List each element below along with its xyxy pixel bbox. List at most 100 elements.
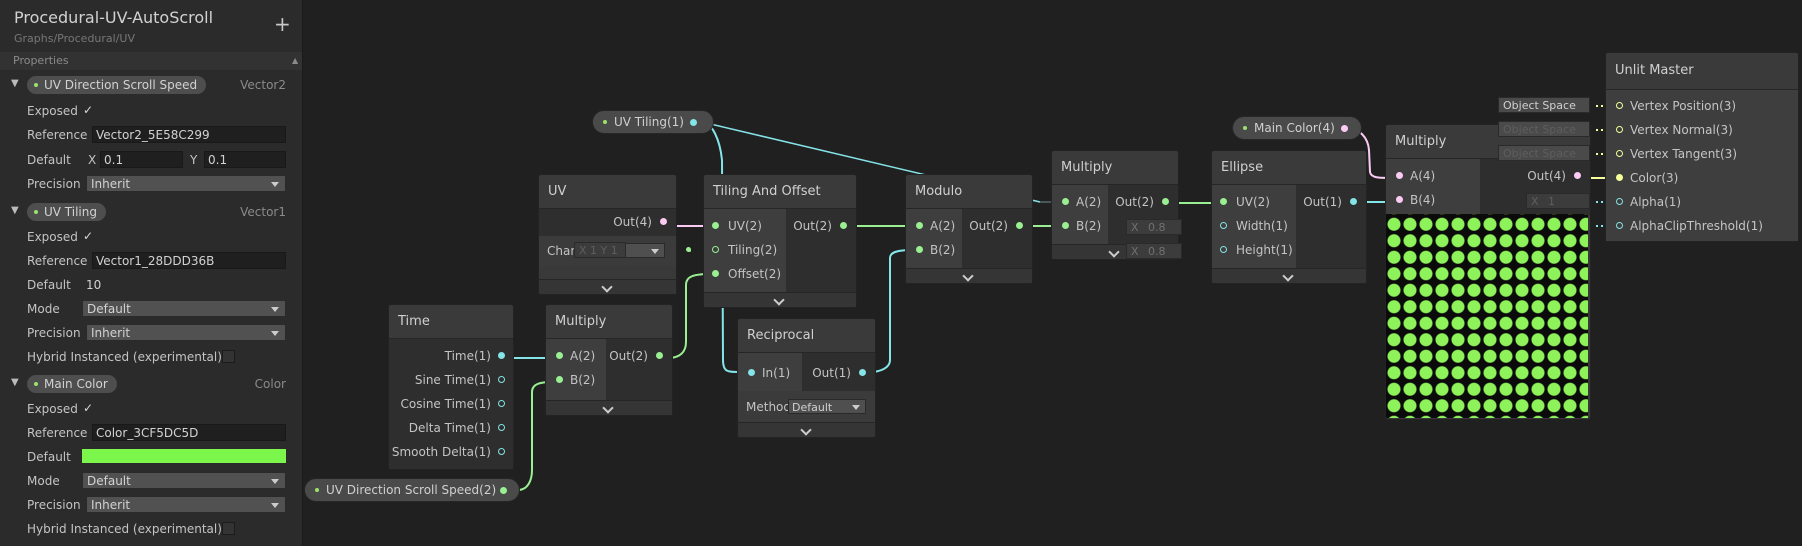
properties-category[interactable]: Properties ▲ — [0, 52, 302, 70]
space-dropdown-2[interactable]: Object Space — [1498, 121, 1590, 137]
input-port[interactable] — [712, 222, 719, 229]
expand-toggle[interactable] — [1212, 268, 1366, 283]
precision-dropdown[interactable]: Inherit — [86, 324, 286, 341]
input-port[interactable] — [1062, 198, 1069, 205]
tiling-and-offset-node[interactable]: Tiling And Offset UV(2) Tiling(2) Offset… — [703, 174, 857, 308]
input-port[interactable] — [748, 369, 755, 376]
property-pill[interactable]: UV Tiling — [27, 203, 106, 221]
chevron-down-icon[interactable]: ▼ — [11, 377, 19, 388]
category-label: Properties — [13, 54, 69, 67]
output-port[interactable] — [500, 487, 507, 494]
hybrid-checkbox[interactable] — [222, 522, 235, 535]
precision-dropdown[interactable]: Inherit — [86, 175, 286, 192]
output-port[interactable] — [660, 218, 667, 225]
tiling-default-box[interactable]: X 1 Y 1 — [574, 242, 626, 258]
input-port[interactable] — [1616, 150, 1623, 157]
reciprocal-node[interactable]: Reciprocal In(1) Out(1) Method Default — [737, 318, 876, 438]
mode-dropdown[interactable]: Default — [82, 472, 286, 489]
output-port[interactable] — [1350, 198, 1357, 205]
plus-icon[interactable]: + — [274, 12, 291, 36]
multiply-node-2[interactable]: Multiply A(2) B(2) Out(2) — [1051, 150, 1179, 260]
chevron-down-icon[interactable]: ▼ — [11, 205, 19, 216]
input-port[interactable] — [1616, 174, 1623, 181]
input-port[interactable] — [1220, 198, 1227, 205]
reference-field[interactable]: Color_3CF5DC5D — [92, 424, 286, 441]
input-port[interactable] — [1062, 222, 1069, 229]
output-port[interactable] — [1574, 172, 1581, 179]
reference-field[interactable]: Vector1_28DDD36B — [92, 252, 286, 269]
input-port[interactable] — [1396, 172, 1403, 179]
property-header-main-color[interactable]: ▼ Main Color Color — [0, 373, 302, 395]
expand-toggle[interactable] — [738, 422, 875, 437]
reference-label: Reference — [27, 426, 88, 440]
multiply-node-1[interactable]: Multiply A(2) B(2) Out(2) — [545, 304, 673, 416]
collapse-icon[interactable]: ▲ — [292, 56, 299, 65]
row-mode: Mode Default — [0, 299, 302, 320]
output-port[interactable] — [498, 448, 505, 455]
property-node-main-color[interactable]: Main Color(4) — [1232, 116, 1362, 140]
output-port[interactable] — [1341, 125, 1348, 132]
input-port[interactable] — [1616, 198, 1623, 205]
chevron-down-icon[interactable]: ▼ — [11, 78, 19, 89]
output-port[interactable] — [498, 424, 505, 431]
output-port[interactable] — [656, 352, 663, 359]
output-port[interactable] — [1162, 198, 1169, 205]
height-default-box[interactable]: X 0.8 — [1126, 243, 1182, 259]
input-port[interactable] — [1220, 246, 1227, 253]
input-port[interactable] — [556, 352, 563, 359]
hybrid-checkbox[interactable] — [222, 350, 235, 363]
output-port[interactable] — [690, 119, 697, 126]
method-dropdown[interactable]: Default — [788, 399, 866, 414]
input-port[interactable] — [1396, 196, 1403, 203]
input-port[interactable] — [712, 246, 719, 253]
exposed-checkbox[interactable]: ✓ — [83, 229, 94, 243]
input-port[interactable] — [1616, 126, 1623, 133]
property-pill[interactable]: Main Color — [27, 375, 117, 393]
input-port[interactable] — [916, 222, 923, 229]
property-dot-icon — [315, 488, 319, 492]
property-node-scroll-speed[interactable]: UV Direction Scroll Speed(2) — [304, 478, 520, 502]
output-port[interactable] — [1016, 222, 1023, 229]
input-port[interactable] — [712, 270, 719, 277]
property-header-scroll-speed[interactable]: ▼ UV Direction Scroll Speed Vector2 — [0, 74, 302, 96]
property-header-uv-tiling[interactable]: ▼ UV Tiling Vector1 — [0, 201, 302, 223]
color-swatch[interactable] — [82, 449, 286, 463]
precision-dropdown[interactable]: Inherit — [86, 496, 286, 513]
x-label: X — [88, 153, 97, 167]
property-pill[interactable]: UV Direction Scroll Speed — [27, 76, 207, 94]
expand-toggle[interactable] — [546, 400, 672, 415]
expand-toggle[interactable] — [906, 268, 1032, 283]
input-port[interactable] — [556, 376, 563, 383]
exposed-checkbox[interactable]: ✓ — [83, 401, 94, 415]
property-node-label: UV Tiling(1) — [614, 115, 684, 129]
outputs-area — [962, 209, 1032, 269]
time-node[interactable]: Time Time(1) Sine Time(1) Cosine Time(1)… — [388, 304, 514, 470]
default-x-field[interactable]: 0.1 — [100, 151, 183, 168]
input-port[interactable] — [1616, 102, 1623, 109]
output-port[interactable] — [840, 222, 847, 229]
reference-field[interactable]: Vector2_5E58C299 — [92, 126, 286, 143]
space-dropdown-1[interactable]: Object Space — [1498, 97, 1590, 113]
output-port[interactable] — [859, 369, 866, 376]
exposed-checkbox[interactable]: ✓ — [83, 103, 94, 117]
output-port[interactable] — [498, 376, 505, 383]
mode-dropdown[interactable]: Default — [82, 300, 286, 317]
ellipse-node[interactable]: Ellipse UV(2) Width(1) Height(1) Out(1) — [1211, 150, 1367, 284]
uv-node[interactable]: UV Out(4) Channel UV0 — [538, 174, 677, 295]
input-port[interactable] — [916, 246, 923, 253]
default-y-field[interactable]: 0.1 — [204, 151, 286, 168]
output-port[interactable] — [498, 400, 505, 407]
alpha-default-box[interactable]: X 1 — [1526, 193, 1590, 209]
input-port[interactable] — [1616, 222, 1623, 229]
property-node-uv-tiling[interactable]: UV Tiling(1) — [592, 110, 714, 134]
input-port[interactable] — [1220, 222, 1227, 229]
expand-toggle[interactable] — [704, 292, 856, 307]
width-default-box[interactable]: X 0.8 — [1126, 219, 1182, 235]
expand-toggle[interactable] — [539, 279, 676, 294]
default-value-field[interactable]: 10 — [86, 278, 102, 292]
property-node-label: UV Direction Scroll Speed(2) — [326, 483, 497, 497]
output-port[interactable] — [498, 352, 505, 359]
unlit-master-node[interactable]: Unlit Master Vertex Position(3) Vertex N… — [1605, 52, 1799, 242]
modulo-node[interactable]: Modulo A(2) B(2) Out(2) — [905, 174, 1033, 284]
space-dropdown-3[interactable]: Object Space — [1498, 145, 1590, 161]
